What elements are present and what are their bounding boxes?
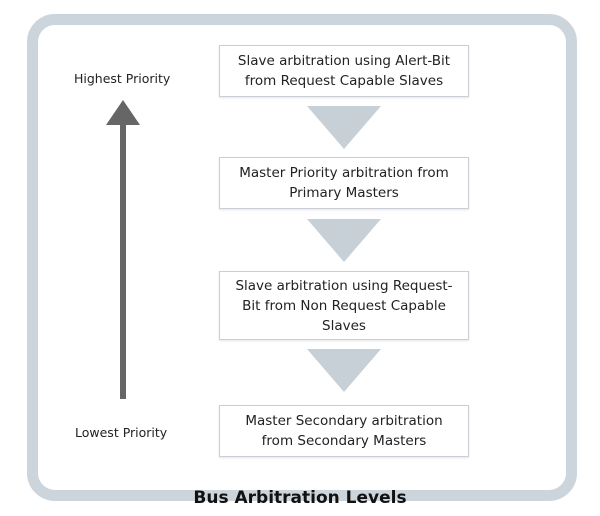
level-3-label: Slave arbitration using Request- Bit fro… bbox=[235, 277, 453, 334]
level-4-label: Master Secondary arbitration from Second… bbox=[245, 413, 443, 449]
priority-arrow-shaft bbox=[120, 124, 126, 399]
lowest-priority-label: Lowest Priority bbox=[75, 425, 168, 440]
level-2-label: Master Priority arbitration from Primary… bbox=[239, 165, 449, 201]
down-triangle-2 bbox=[307, 219, 381, 262]
highest-priority-label: Highest Priority bbox=[74, 71, 171, 86]
level-1-label: Slave arbitration using Alert-Bit from R… bbox=[237, 53, 451, 89]
level-box-1: Slave arbitration using Alert-Bit from R… bbox=[219, 45, 469, 97]
down-triangle-1 bbox=[307, 106, 381, 149]
priority-arrow-head bbox=[106, 100, 140, 125]
diagram-title: Bus Arbitration Levels bbox=[193, 488, 407, 508]
down-triangle-3 bbox=[307, 349, 381, 392]
level-box-2: Master Priority arbitration from Primary… bbox=[219, 157, 469, 209]
level-box-4: Master Secondary arbitration from Second… bbox=[219, 405, 469, 457]
level-box-3: Slave arbitration using Request- Bit fro… bbox=[219, 271, 469, 340]
